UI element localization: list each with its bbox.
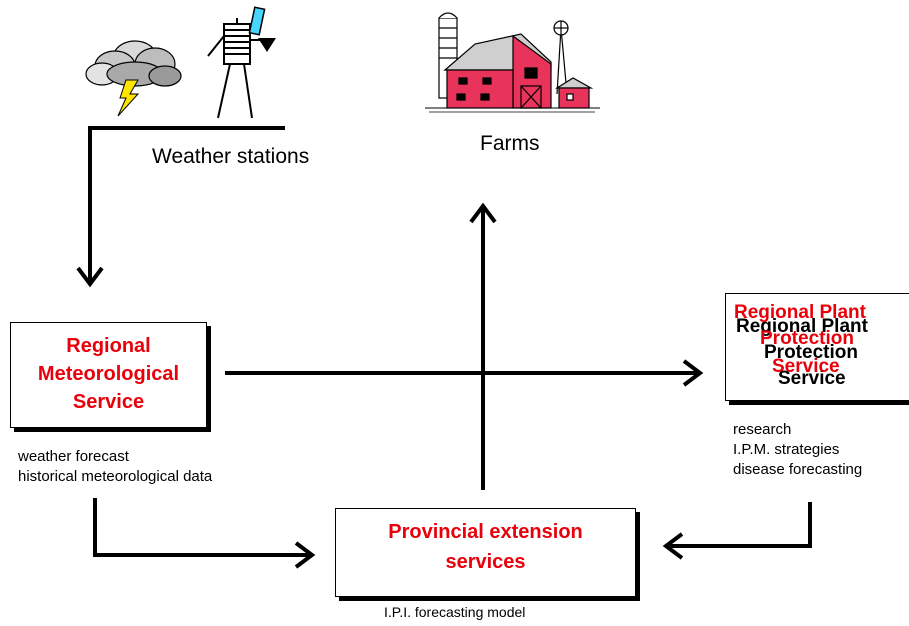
arrow-plant-to-provincial <box>668 502 812 548</box>
plant-note-3: disease forecasting <box>733 461 863 478</box>
meteo-service-box: Regional Meteorological Service <box>10 322 207 428</box>
farms-label: Farms <box>480 132 540 155</box>
arrow-weather-to-meteo <box>88 126 285 282</box>
plant-title-black-line-1: Regional Plant <box>736 316 868 337</box>
storm-cloud-icon <box>85 40 182 117</box>
meteo-title-line-3: Service <box>72 391 145 413</box>
meteo-title-line-1: Regional <box>66 335 151 357</box>
weather-stations-label: Weather stations <box>152 145 310 168</box>
plant-note-2: I.P.M. strategies <box>733 441 840 458</box>
farm-barn-icon <box>425 12 600 113</box>
plant-title-red-line-1: Regional Plant <box>734 302 866 323</box>
plant-protection-box: Regional Plant Protection Service Region… <box>725 293 909 401</box>
weather-station-icon <box>207 6 276 119</box>
provincial-note: I.P.I. forecasting model <box>384 604 526 620</box>
plant-note-1: research <box>733 421 792 438</box>
plant-title-black-line-2: Protection <box>764 342 858 363</box>
plant-title-red-line-2: Protection <box>760 328 854 349</box>
arrow-meteo-to-provincial <box>93 498 310 557</box>
plant-title-red-line-3: Service <box>772 356 840 377</box>
plant-title-black-line-3: Service <box>778 368 846 389</box>
meteo-title-line-2: Meteorological <box>37 363 180 385</box>
provincial-services-box: Provincial extension services <box>335 508 636 597</box>
provincial-title-line-1: Provincial extension <box>388 521 583 543</box>
meteo-note-2: historical meteorological data <box>18 468 213 485</box>
meteo-note-1: weather forecast <box>18 448 129 465</box>
provincial-title-line-2: services <box>445 551 526 573</box>
